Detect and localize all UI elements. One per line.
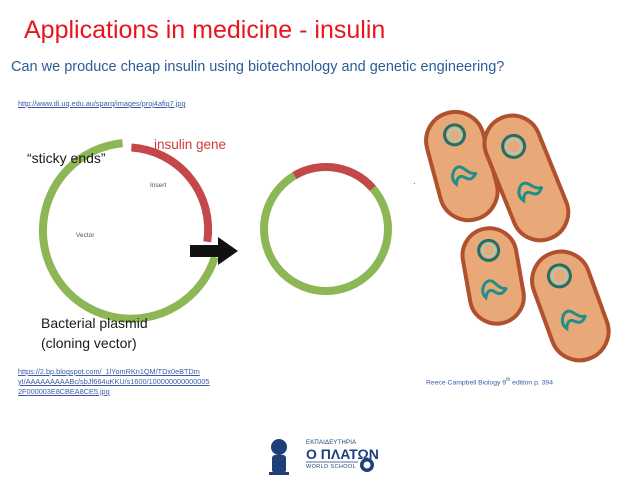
citation: Reece Campbell Biology 9th edition p. 39… (426, 377, 553, 386)
page-title: Applications in medicine - insulin (24, 16, 386, 44)
bacterial-plasmid-label: Bacterial plasmid (cloning vector) (41, 313, 148, 353)
arrow-right-icon (190, 237, 238, 265)
link-bottom-line1[interactable]: https://2.bp.blogspot.com/_1lYomRKn1QM/T… (18, 367, 200, 376)
vector-label: Vector (76, 232, 95, 239)
svg-text:·: · (413, 179, 416, 188)
insulin-gene-label: insulin gene (154, 137, 227, 152)
page-subtitle: Can we produce cheap insulin using biote… (11, 59, 505, 75)
recombinant-insert-arc (292, 163, 376, 192)
link-bottom-line3[interactable]: 2F000003E8CBEA8CE5.jpg (18, 387, 110, 396)
citation-rest: edition p. 394 (510, 379, 553, 387)
logo-sub-text: WORLD SCHOOL (306, 464, 357, 470)
insert-arc (131, 143, 213, 243)
vector-arc (38, 139, 219, 323)
logo-top-text: ΕΚΠΑΙΔΕΥΤΗΡΙΑ (306, 440, 357, 446)
link-bottom-line2[interactable]: yI/AAAAAAAAABc/sbJf664uKKU/s1600/1000000… (18, 377, 210, 386)
bacteria-illustration (424, 109, 611, 363)
plasmid-label-line1: Bacterial plasmid (41, 315, 148, 331)
citation-text: Reece Campbell Biology 9 (426, 379, 507, 387)
plasmid-label-line2: (cloning vector) (41, 335, 137, 351)
logo-emblem-icon (360, 458, 374, 472)
source-link-top[interactable]: http://www.di.uq.edu.au/sparq/images/pro… (18, 99, 186, 108)
source-link-bottom[interactable]: https://2.bp.blogspot.com/_1lYomRKn1QM/T… (18, 367, 228, 397)
insert-label: Insert (150, 182, 166, 189)
logo-main-text: Ο ΠΛΑΤΩΝ (306, 446, 379, 462)
logo-statue-icon (269, 439, 289, 475)
citation-sup: th (506, 377, 511, 383)
sticky-ends-label: “sticky ends” (27, 150, 106, 166)
